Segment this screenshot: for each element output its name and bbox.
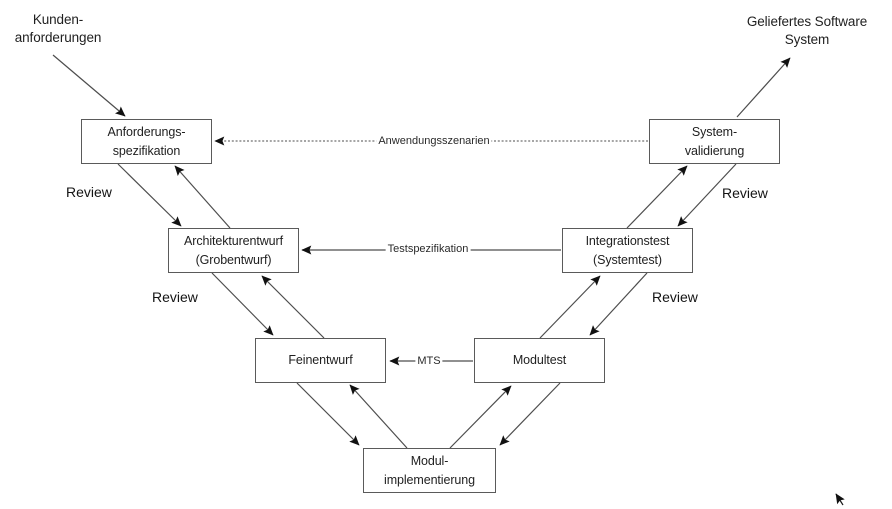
box-systemvalidierung: System- validierung bbox=[649, 119, 780, 164]
box-feinentwurf: Feinentwurf bbox=[255, 338, 386, 383]
arrow-design-to-implementation bbox=[296, 382, 360, 446]
box-label: spezifikation bbox=[112, 143, 181, 158]
arrow-validation-to-integrationtest bbox=[677, 163, 737, 227]
arrow-implementation-to-moduletest bbox=[449, 385, 512, 449]
label-review-left-bottom: Review bbox=[152, 289, 198, 305]
box-label: Modultest bbox=[512, 353, 567, 367]
arrow-integrationtest-to-moduletest bbox=[589, 272, 648, 336]
arrow-delivered-system-out bbox=[736, 57, 791, 118]
box-label: (Grobentwurf) bbox=[195, 252, 272, 267]
label-review-right-top: Review bbox=[722, 185, 768, 201]
label-anwendungsszenarien: Anwendungsszenarien bbox=[376, 135, 492, 148]
box-integrationstest: Integrationstest (Systemtest) bbox=[562, 228, 693, 273]
box-label: System- bbox=[691, 124, 738, 139]
box-architekturentwurf: Architekturentwurf (Grobentwurf) bbox=[168, 228, 299, 273]
arrow-implementation-to-design-review bbox=[349, 384, 408, 449]
label-kundenanforderungen: Kunden- anforderungen bbox=[0, 11, 116, 47]
label-testspezifikation: Testspezifikation bbox=[385, 243, 471, 256]
mouse-cursor bbox=[835, 493, 845, 506]
arrow-moduletest-to-implementation bbox=[499, 382, 561, 446]
arrow-customer-requirements-in bbox=[52, 54, 126, 117]
label-line: Kunden- bbox=[32, 12, 84, 27]
arrow-design-to-architecture-review bbox=[261, 275, 325, 339]
box-modulimplementierung: Modul- implementierung bbox=[363, 448, 496, 493]
box-label: Architekturentwurf bbox=[184, 233, 283, 248]
box-anforderungsspezifikation: Anforderungs- spezifikation bbox=[81, 119, 212, 164]
label-review-right-bottom: Review bbox=[652, 289, 698, 305]
box-label: validierung bbox=[684, 143, 745, 158]
arrow-spec-to-architecture bbox=[117, 163, 182, 227]
label-mts: MTS bbox=[415, 355, 443, 368]
box-label: (Systemtest) bbox=[593, 252, 662, 267]
box-label: Feinentwurf bbox=[288, 353, 353, 367]
box-modultest: Modultest bbox=[474, 338, 605, 383]
arrow-integrationtest-to-validation bbox=[626, 165, 688, 229]
label-line: Geliefertes Software bbox=[746, 14, 868, 29]
label-line: System bbox=[784, 32, 830, 47]
box-label: Modul- bbox=[410, 453, 449, 468]
box-label: Anforderungs- bbox=[107, 124, 186, 139]
label-review-left-top: Review bbox=[66, 184, 112, 200]
arrow-architecture-to-design bbox=[211, 272, 274, 336]
box-label: implementierung bbox=[384, 472, 475, 487]
box-label: Integrationstest bbox=[585, 233, 670, 248]
label-geliefertes-software-system: Geliefertes Software System bbox=[738, 13, 876, 49]
arrow-architecture-to-spec-review bbox=[174, 165, 231, 229]
label-line: anforderungen bbox=[14, 30, 102, 45]
arrow-moduletest-to-integrationtest bbox=[539, 275, 601, 339]
